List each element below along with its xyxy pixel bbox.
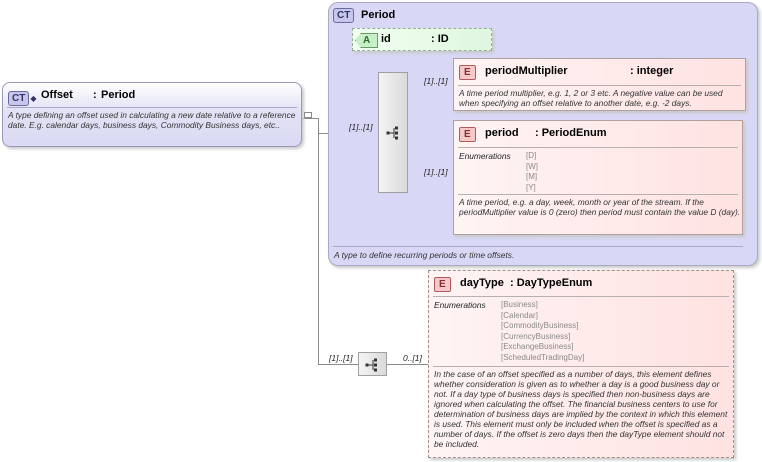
period-el-type: : PeriodEnum [535,127,607,139]
offset-connector-box [304,112,312,118]
daytype-doc: In the case of an offset specified as a … [434,369,728,449]
period-el-multiplicity: [1]..[1] [424,167,448,177]
period-doc: A type to define recurring periods or ti… [334,250,515,260]
enum-value: [M] [526,172,538,182]
element-daytype[interactable]: E dayType : DayTypeEnum Enumerations [Bu… [428,270,734,458]
periodmultiplier-doc: A time period multiplier, e.g. 1, 2 or 3… [459,88,723,108]
connector-to-daytype-seq [318,364,358,365]
daytype-seq-multiplicity: [1]..[1] [329,353,353,363]
enum-value: [D] [526,151,537,160]
connector-to-daytype [387,364,428,365]
periodmultiplier-name: periodMultiplier [485,65,568,77]
daytype-multiplicity: 0..[1] [403,353,422,363]
attribute-type: : ID [431,33,449,45]
periodmultiplier-type: : integer [630,65,674,77]
period-el-badge: E [459,127,476,142]
element-periodmultiplier[interactable]: E periodMultiplier : integer A time peri… [453,58,746,111]
connector-offset-out [302,118,318,119]
periodmultiplier-multiplicity: [1]..[1] [424,76,448,86]
element-period[interactable]: E period : PeriodEnum Enumerations [D] [… [453,120,743,235]
daytype-name: dayType [460,277,504,289]
daytype-type: : DayTypeEnum [510,277,593,289]
period-seq-multiplicity: [1]..[1] [349,122,373,132]
offset-badge: CT◆ [8,88,37,106]
expand-icon: ◆ [30,94,37,103]
offset-type-box[interactable]: CT◆ Offset : Period A type defining an o… [2,82,302,147]
period-el-doc: A time period, e.g. a day, week, month o… [459,197,741,217]
period-el-enum-label: Enumerations [459,151,511,161]
attribute-name: id [381,33,391,45]
attribute-id[interactable]: A id : ID [352,28,492,51]
offset-doc: A type defining an offset used in calcul… [8,110,296,130]
period-sequence[interactable] [378,72,408,193]
period-badge: CT [333,8,355,23]
daytype-sequence[interactable] [358,352,387,376]
sequence-icon [386,126,398,140]
enum-value: [W] [526,161,538,171]
period-el-name: period [485,127,519,139]
period-name: Period [361,9,396,21]
periodmultiplier-badge: E [459,65,476,80]
sequence-icon [365,358,377,372]
daytype-enum-list: [Business] [Calendar] [CommodityBusiness… [501,300,584,364]
enum-value: [Calendar] [501,310,538,320]
enum-value: [Y] [526,182,536,192]
enum-value: [ExchangeBusiness] [501,342,574,352]
offset-name: Offset [41,89,73,101]
daytype-badge: E [434,277,451,292]
offset-type-sep: : [93,89,97,101]
daytype-enum-label: Enumerations [434,300,486,310]
period-el-enum-list: [D] [W] [M] [Y] [526,151,538,193]
enum-value: [ScheduledTradingDay] [501,352,585,362]
enum-value: [CommodityBusiness] [501,321,579,331]
connector-vertical-main [318,118,319,364]
enum-value: [CurrencyBusiness] [501,331,571,341]
enum-value: [Business] [501,300,538,309]
offset-type: Period [101,89,136,101]
attribute-badge: A [355,33,379,48]
